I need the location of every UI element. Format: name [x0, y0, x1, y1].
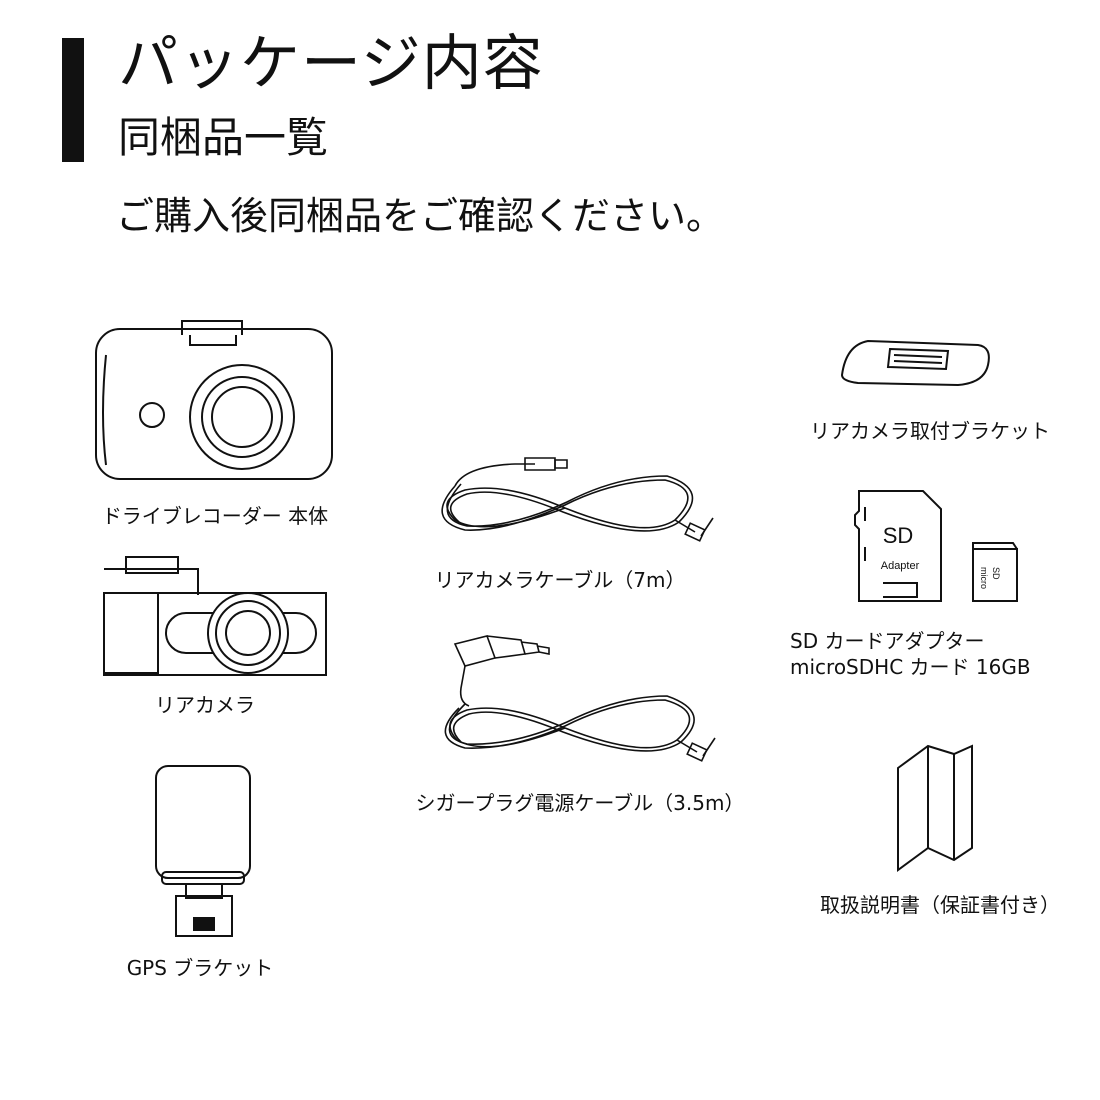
page-title: パッケージ内容: [118, 29, 544, 99]
label-dashcam-unit: ドライブレコーダー 本体: [101, 504, 329, 528]
sd-card-label: SD: [883, 523, 914, 548]
header-accent-bar: [62, 38, 84, 162]
rear-camera-icon: [98, 555, 333, 680]
label-sd-card: SD カードアダプター microSDHC カード 16GB: [790, 628, 1080, 680]
micro-card-sd-text: SD: [991, 567, 1001, 580]
page-subtitle: 同梱品一覧: [118, 113, 329, 162]
intro-text: ご購入後同梱品をご確認ください。: [116, 194, 725, 238]
label-mount-bracket: リアカメラ取付ブラケット: [810, 419, 1050, 443]
label-cigar-plug-cable: シガープラグ電源ケーブル（3.5m）: [415, 791, 745, 815]
label-gps-bracket: GPS ブラケット: [126, 956, 274, 980]
label-rear-camera-cable: リアカメラケーブル（7m）: [434, 568, 686, 592]
gps-bracket-icon: [152, 762, 257, 942]
manual-icon: [890, 742, 980, 882]
cigar-plug-cable-icon: [425, 628, 725, 780]
micro-card-text: micro: [979, 567, 989, 589]
label-rear-camera: リアカメラ: [155, 693, 255, 717]
dashcam-icon: [90, 315, 340, 485]
sd-card-icon: SD Adapter micro SD: [855, 487, 1025, 605]
label-sd-adapter-line: SD カードアダプター: [790, 629, 985, 653]
mount-bracket-icon: [838, 335, 998, 390]
sd-adapter-label: Adapter: [881, 560, 920, 572]
label-manual: 取扱説明書（保証書付き）: [820, 893, 1060, 917]
label-microsd-line: microSDHC カード 16GB: [790, 655, 1031, 679]
coiled-cable-icon: [425, 450, 725, 560]
